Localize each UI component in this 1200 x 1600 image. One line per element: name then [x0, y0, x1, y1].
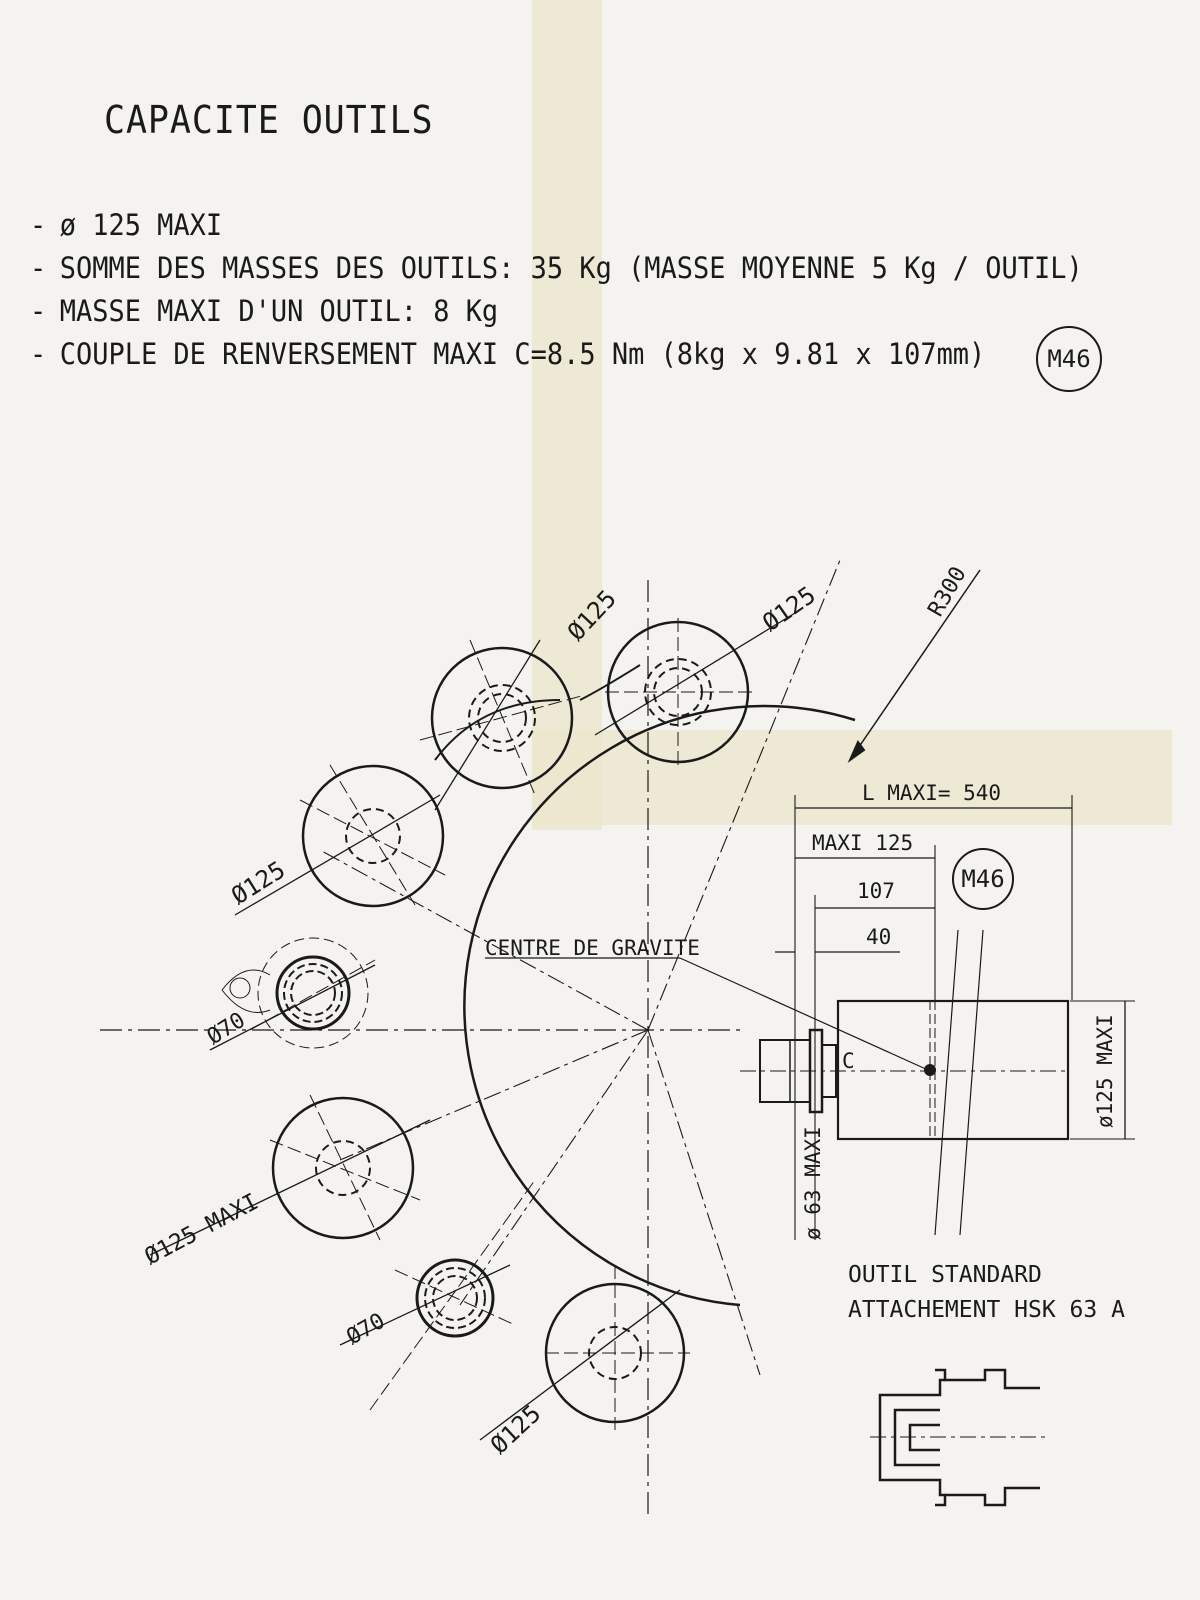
radial-line	[459, 1029, 649, 1306]
dim-40-label: 40	[866, 925, 891, 949]
pocket-label: Ø125	[757, 581, 820, 637]
spec-item: -ø 125 MAXI	[30, 208, 223, 242]
d63-label: ø 63 MAXI	[801, 1126, 825, 1240]
pocket-label: Ø70	[343, 1309, 390, 1351]
spec-list: -ø 125 MAXI -SOMME DES MASSES DES OUTILS…	[30, 208, 1162, 380]
page-title: CAPACITE OUTILS	[104, 98, 434, 142]
tool-side-view	[740, 929, 1070, 1236]
dim-line-d125	[234, 794, 441, 916]
tool-pocket	[605, 618, 752, 766]
cog-label: CENTRE DE GRAVITE	[485, 936, 700, 960]
r300-arrowhead	[847, 740, 866, 763]
spec-item: -MASSE MAXI D'UN OUTIL: 8 Kg	[30, 294, 499, 328]
tool-line-2: ATTACHEMENT HSK 63 A	[848, 1297, 1125, 1323]
dim-line-d70	[209, 964, 376, 1051]
r300-leader	[849, 569, 981, 761]
magazine-arc	[463, 704, 856, 1307]
m46-badge-top: M46	[1036, 326, 1102, 392]
pocket-label: Ø70	[203, 1008, 250, 1050]
dim-107-label: 107	[857, 879, 895, 903]
radial-line	[319, 849, 649, 1031]
dim-line-d125	[434, 639, 541, 811]
d125-label: ø125 MAXI	[1093, 1014, 1117, 1128]
spec-item: -SOMME DES MASSES DES OUTILS: 35 Kg (MAS…	[30, 251, 1083, 285]
pocket-label: Ø125 MAXI	[141, 1189, 263, 1270]
cog-leader	[679, 957, 929, 1071]
tool-pocket	[269, 1094, 421, 1241]
radial-line	[339, 1029, 649, 1161]
tool-pocket	[299, 764, 446, 908]
l-maxi-label: L MAXI= 540	[862, 781, 1001, 805]
c-label: C	[842, 1049, 855, 1073]
hsk-profile	[870, 1368, 1045, 1507]
pocket-label: Ø125	[485, 1399, 546, 1459]
dim-line-d125	[594, 609, 801, 736]
dim-line-d125	[479, 1289, 681, 1441]
tool-line-1: OUTIL STANDARD	[848, 1262, 1042, 1288]
tool-pocket-small	[369, 1179, 536, 1411]
radial-line	[647, 1029, 761, 1376]
tape-strip-horizontal	[532, 730, 1172, 825]
radial-line	[647, 559, 841, 1031]
maxi-125-label: MAXI 125	[812, 831, 913, 855]
m46-badge-drawing: M46	[952, 848, 1014, 910]
dim-line-d70	[339, 1264, 511, 1346]
tool-pocket	[544, 1265, 690, 1430]
pocket-label: Ø125	[562, 585, 622, 646]
spec-item: -COUPLE DE RENVERSEMENT MAXI C=8.5 Nm (8…	[30, 337, 986, 371]
dim-line-d125-maxi	[149, 1119, 431, 1256]
magazine-chain	[434, 664, 641, 761]
tool-pocket	[419, 639, 586, 796]
